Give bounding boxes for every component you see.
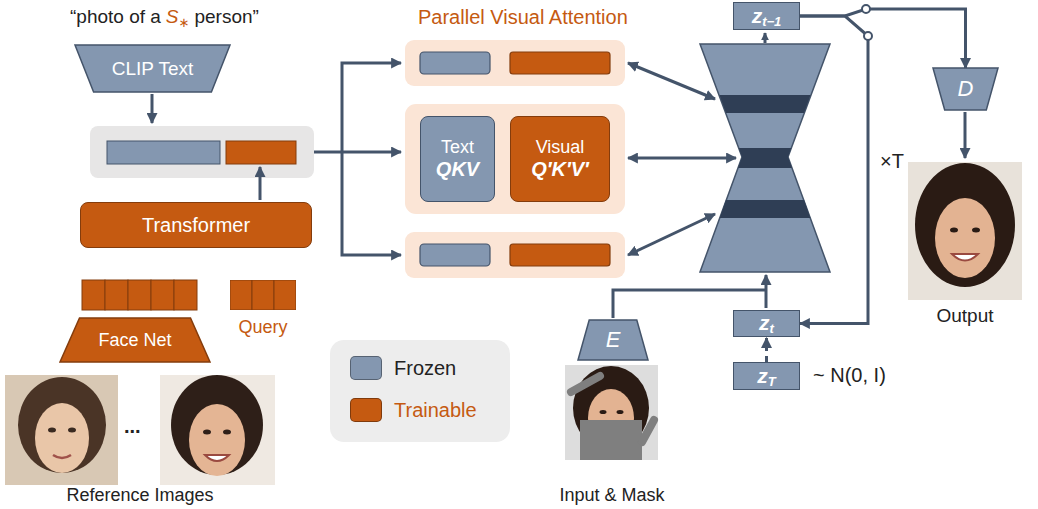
trapezoid [60, 318, 210, 362]
node-label: z [757, 364, 768, 388]
connector [800, 16, 868, 324]
subscript: t [770, 322, 774, 337]
latent-box: zt [733, 310, 800, 337]
text-label: ... [124, 415, 141, 438]
subscript: T [768, 375, 776, 390]
text-attention: TextQKV [420, 116, 495, 202]
node-label: CLIP Text [112, 58, 194, 80]
query-cells [230, 280, 296, 310]
trapezoid [933, 68, 998, 110]
decoder: D [933, 68, 998, 110]
visual-attention: VisualQ′K′V′ [510, 116, 610, 202]
token-cell [274, 280, 296, 310]
subscript: t−1 [762, 15, 781, 30]
node-label: QKV [436, 158, 479, 181]
encoder: E [578, 320, 648, 360]
text-label: ∗ [179, 16, 190, 31]
node-label: Face Net [98, 330, 171, 351]
text-label: “photo of a [70, 6, 161, 28]
text-label: Reference Images [66, 485, 213, 506]
token-cell [230, 280, 252, 310]
node-label: Transformer [142, 214, 250, 237]
node-label: z [759, 311, 770, 335]
node-label: Text [441, 137, 474, 158]
text-label: Input & Mask [559, 485, 664, 506]
text-label: Parallel Visual Attention [418, 6, 628, 29]
node-label: D [958, 76, 974, 101]
token-cell [252, 280, 274, 310]
legend-swatch [350, 356, 382, 380]
node-label: Q′K′V′ [531, 158, 589, 181]
face-encoder: Face Net [60, 318, 210, 362]
text-label: person” [194, 6, 258, 28]
latent-box: zT [733, 362, 800, 390]
node-label: Visual [536, 137, 585, 158]
node-label: z [752, 4, 763, 28]
legend-label: Trainable [394, 399, 477, 422]
text-encoder: CLIP Text [75, 45, 230, 92]
query-tokens: Query [228, 280, 298, 338]
transformer-block: Transformer [80, 202, 312, 248]
node-label: Query [238, 317, 287, 338]
trapezoid [578, 320, 648, 360]
legend-swatch [350, 398, 382, 422]
legend-label: Frozen [394, 357, 456, 380]
text-label: S [166, 6, 179, 28]
text-label: ~ N(0, I) [813, 364, 886, 387]
edge-label: ×T [878, 150, 906, 173]
connector [765, 338, 768, 362]
trapezoid [75, 45, 230, 92]
connector [800, 9, 966, 68]
latent-box: zt−1 [733, 2, 800, 30]
text-label: Output [936, 305, 993, 327]
node-label: E [606, 327, 621, 352]
